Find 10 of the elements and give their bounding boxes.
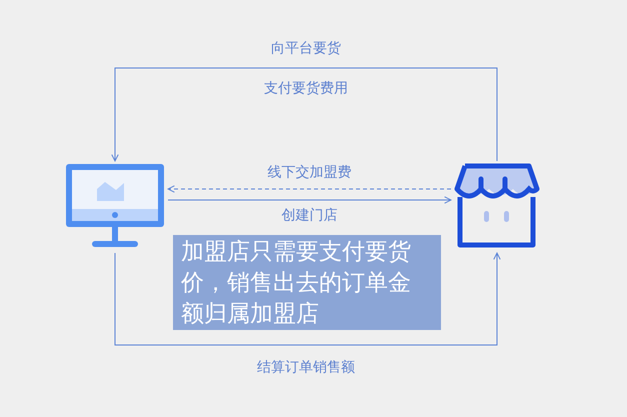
flow-label: 支付要货费用: [264, 78, 348, 98]
arrow: [168, 196, 452, 204]
note-box: 加盟店只需要支付要货价，销售出去的订单金额归属加盟店: [173, 235, 441, 330]
edge-label: 创建门店: [282, 206, 338, 224]
arrow: [168, 185, 452, 193]
edge-label: 向平台要货: [271, 38, 341, 58]
arrow: [111, 68, 498, 162]
edge-label: 结算订单销售额: [257, 358, 355, 376]
edge-label: 线下交加盟费: [268, 162, 352, 182]
arrow: [114, 252, 501, 346]
